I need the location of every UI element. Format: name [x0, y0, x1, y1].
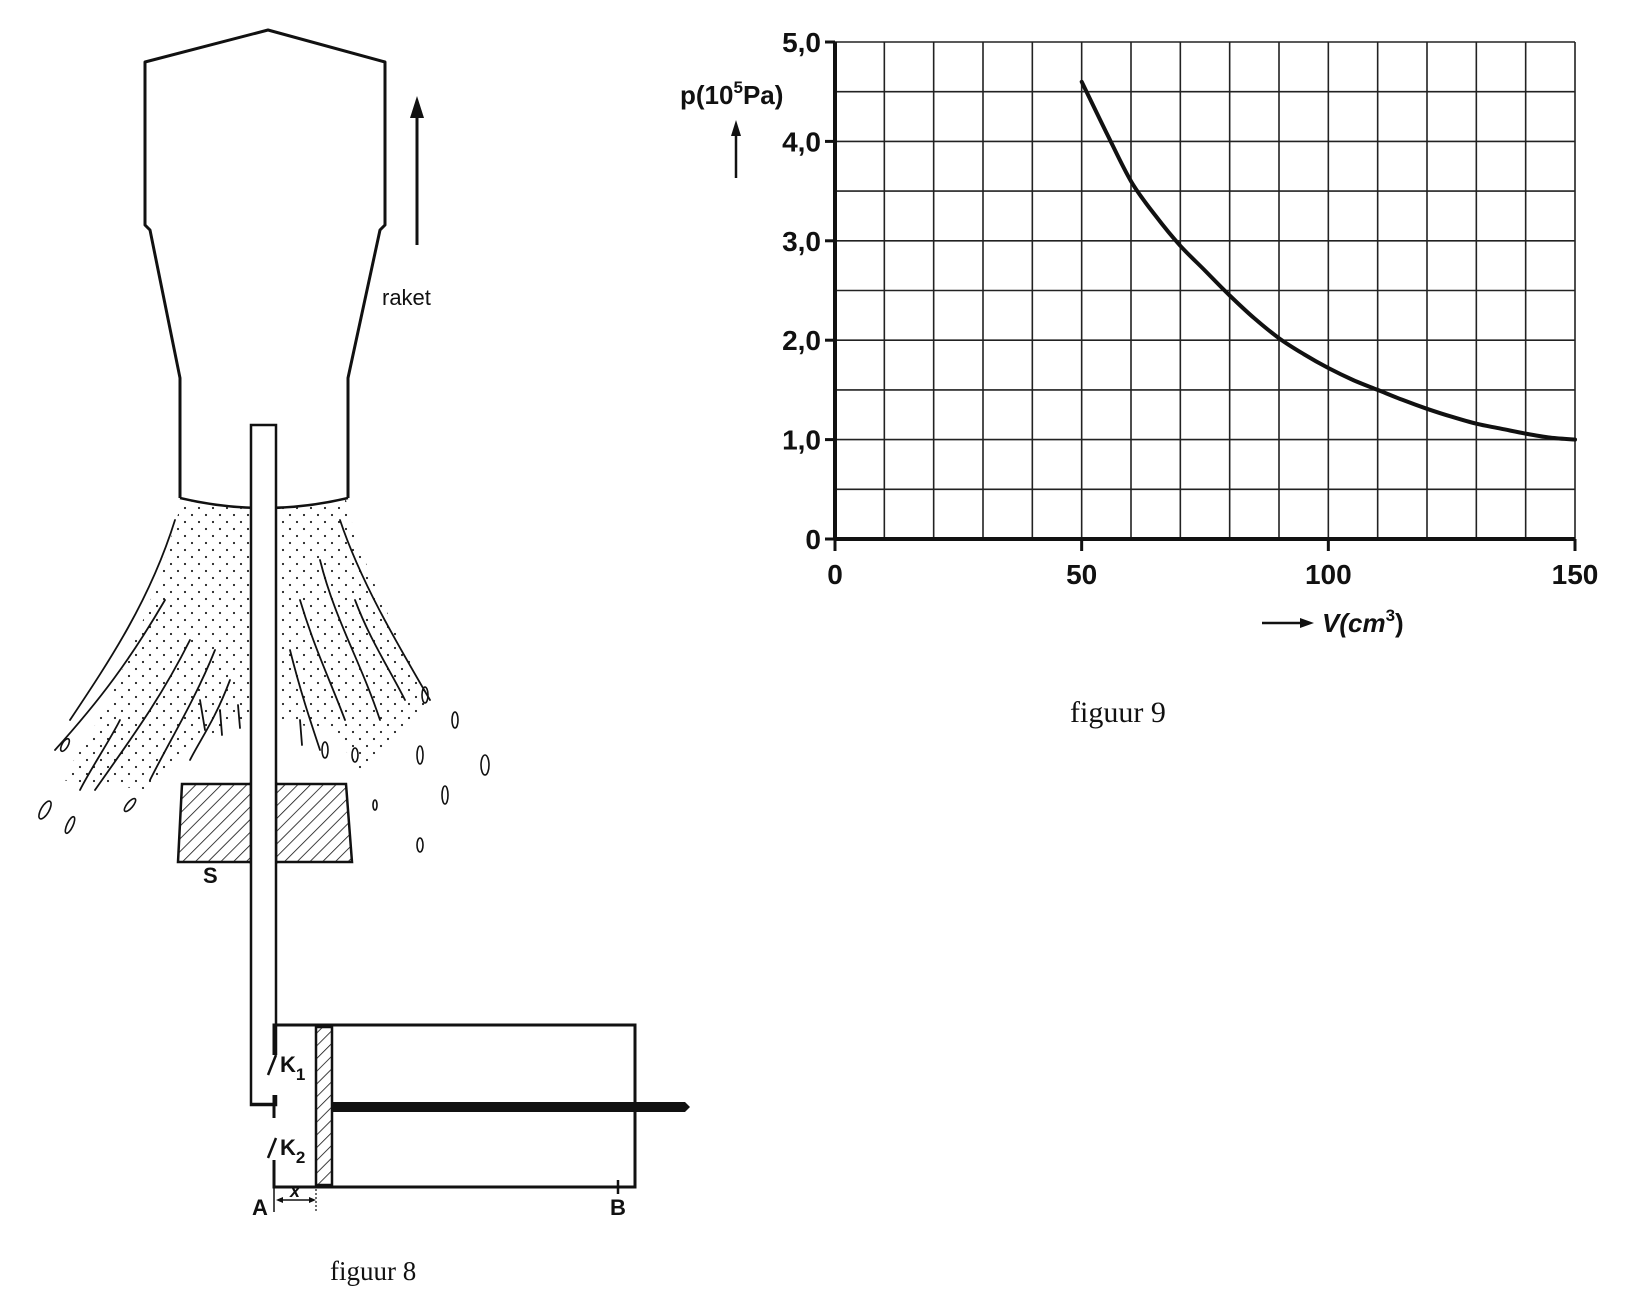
y-axis-label: p(105Pa) — [680, 78, 783, 110]
rocket-label: raket — [382, 285, 431, 310]
figure-9: 0 1,0 2,0 3,0 4,0 5,0 0 50 100 150 p(105Pa) V(cm3… — [680, 27, 1598, 729]
launch-tube — [249, 423, 278, 1107]
x-tick-label: 0 — [827, 559, 843, 590]
x-axis-arrow — [1262, 618, 1314, 628]
piston-rod — [332, 1102, 690, 1112]
piston — [314, 1025, 334, 1187]
x-tick-label: 50 — [1066, 559, 1097, 590]
exhaust-droplets — [38, 686, 490, 853]
y-tick-label: 3,0 — [782, 226, 821, 257]
y-tick-label: 5,0 — [782, 27, 821, 58]
x-tick-label: 100 — [1305, 559, 1352, 590]
x-dimension-label: x — [289, 1181, 301, 1201]
y-axis-arrow — [731, 120, 741, 178]
valve-k2-label: K2 — [280, 1135, 305, 1167]
chart-series — [1079, 79, 1577, 442]
valve-k2 — [266, 1137, 278, 1159]
exhaust-streaks — [54, 519, 431, 791]
figure-8: raket S K1 K2 A B x figuur 8 — [38, 28, 690, 1286]
valve-k1-label: K1 — [280, 1052, 305, 1084]
exhaust-plume — [60, 500, 430, 790]
figure-8-caption: figuur 8 — [330, 1256, 416, 1286]
figure-9-caption: figuur 9 — [1070, 696, 1166, 729]
chart-axes — [833, 42, 1575, 541]
support-label: S — [203, 863, 218, 888]
x-axis-label: V(cm3) — [1322, 606, 1404, 638]
chart-ticks: 0 1,0 2,0 3,0 4,0 5,0 0 50 100 150 — [782, 27, 1598, 590]
point-a-label: A — [252, 1195, 268, 1220]
rocket-body — [143, 28, 387, 498]
y-tick-label: 0 — [805, 524, 821, 555]
chart-grid — [834, 41, 1576, 540]
y-tick-label: 4,0 — [782, 126, 821, 157]
x-tick-label: 150 — [1552, 559, 1599, 590]
pressure-volume-curve — [1079, 79, 1577, 442]
y-tick-label: 1,0 — [782, 425, 821, 456]
point-b-label: B — [610, 1195, 626, 1220]
y-tick-label: 2,0 — [782, 325, 821, 356]
valve-k1 — [266, 1054, 278, 1076]
